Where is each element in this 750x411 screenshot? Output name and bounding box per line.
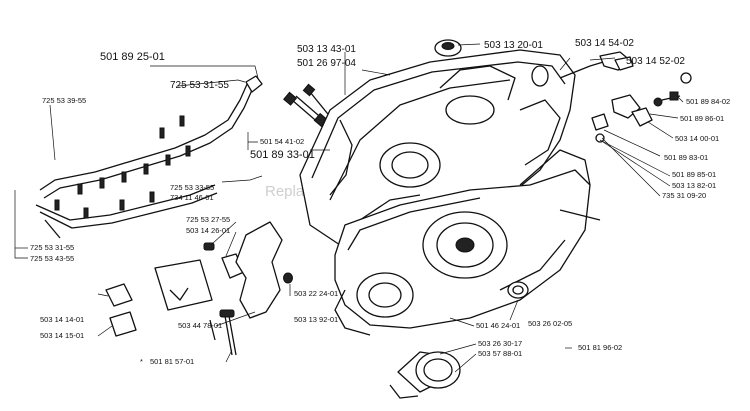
label-503-14-26-01: 503 14 26-01 (186, 226, 230, 235)
right-side-parts (559, 91, 681, 221)
label-503-13-43-01: 503 13 43-01 (297, 44, 356, 55)
label-501-54-41-02: 501 54 41-02 (260, 137, 304, 146)
label-725-53-27-55: 725 53 27-55 (186, 215, 230, 224)
bottom-parts (389, 281, 529, 399)
middle-left-parts (105, 221, 293, 356)
label-725-53-39-55: 725 53 39-55 (42, 96, 86, 105)
label-734-11-46-01: 734 11 46-01 (170, 193, 214, 202)
label-503-44-78-01: 503 44 78-01 (178, 321, 222, 330)
label-735-31-09-20: 735 31 09-20 (662, 191, 706, 200)
label-725-53-33-55: 725 53 33-55 (170, 183, 214, 192)
label-501-89-83-01: 501 89 83-01 (664, 153, 708, 162)
label-503-14-54-02: 503 14 54-02 (575, 38, 634, 49)
crankcase-upper (299, 49, 576, 251)
label-503-14-00-01: 503 14 00-01 (675, 134, 719, 143)
label-503-14-15-01: 503 14 15-01 (40, 331, 84, 340)
label-501-89-25-01: 501 89 25-01 (100, 51, 165, 63)
label-725-53-31-55-bottom: 725 53 31-55 (30, 243, 74, 252)
label-503-26-02-05: 503 26 02-05 (528, 319, 572, 328)
label-501-89-85-01: 501 89 85-01 (672, 170, 716, 179)
wiring-harness (35, 75, 263, 239)
label-503-26-30-17: 503 26 30-17 (478, 339, 522, 348)
label-501-89-84-02: 501 89 84-02 (686, 97, 730, 106)
label-501-89-33-01: 501 89 33-01 (250, 149, 315, 161)
label-501-26-97-04: 501 26 97-04 (297, 58, 356, 69)
leader-lines (14, 43, 684, 373)
label-503-22-24-01: 503 22 24-01 (294, 289, 338, 298)
label-503-14-14-01: 503 14 14-01 (40, 315, 84, 324)
part-labels: 501 89 25-01 725 53 31-55 725 53 39-55 5… (30, 38, 730, 366)
label-725-53-43-55: 725 53 43-55 (30, 254, 74, 263)
label-503-14-52-02: 503 14 52-02 (626, 56, 685, 67)
label-503-57-88-01: 503 57 88-01 (478, 349, 522, 358)
label-asterisk: * (140, 357, 143, 366)
label-503-13-20-01: 503 13 20-01 (484, 40, 543, 51)
top-small-parts (434, 39, 692, 87)
label-725-53-31-55-top: 725 53 31-55 (170, 80, 229, 91)
label-501-81-57-01: 501 81 57-01 (150, 357, 194, 366)
label-501-46-24-01: 501 46 24-01 (476, 321, 520, 330)
label-503-13-82-01: 503 13 82-01 (672, 181, 716, 190)
label-501-81-96-02: 501 81 96-02 (578, 343, 622, 352)
label-501-89-86-01: 501 89 86-01 (680, 114, 724, 123)
label-503-13-92-01: 503 13 92-01 (294, 315, 338, 324)
